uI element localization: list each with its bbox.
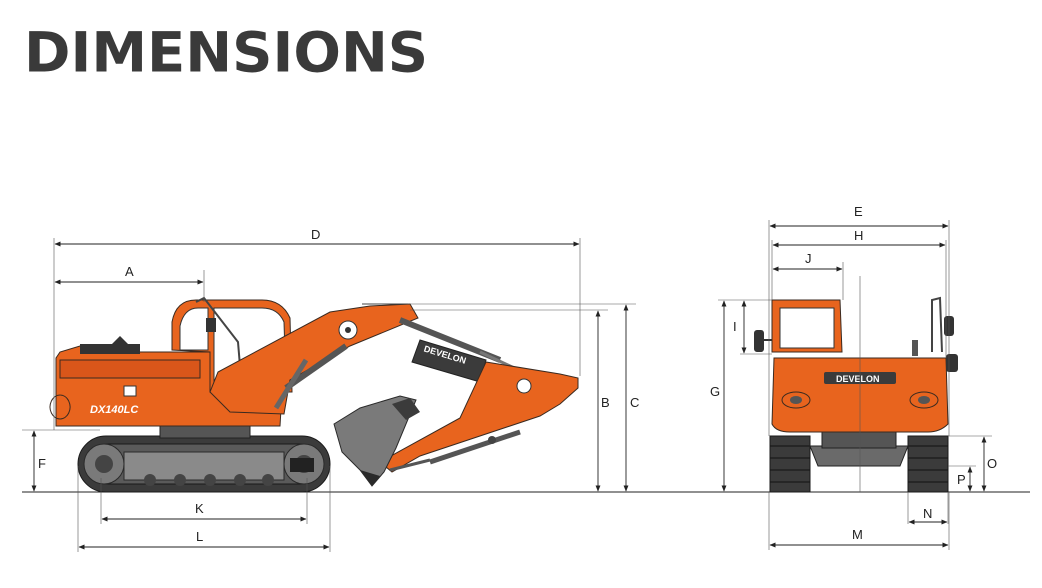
dim-label-l: L: [196, 529, 203, 544]
side-dimensions: D A B C F K L: [22, 227, 639, 552]
dim-label-c: C: [630, 395, 639, 410]
dim-label-f: F: [38, 456, 46, 471]
dim-label-i: I: [733, 319, 737, 334]
dim-label-d: D: [311, 227, 320, 242]
dim-label-j: J: [805, 251, 812, 266]
side-view-excavator: DX140LC DEVELON: [49, 296, 579, 493]
dim-label-m: M: [852, 527, 863, 542]
front-view-excavator: DEVELON: [754, 296, 958, 493]
counterweight-brand: DEVELON: [836, 374, 880, 384]
side-boom: DEVELON: [209, 303, 541, 415]
dim-label-g: G: [710, 384, 720, 399]
dim-label-k: K: [195, 501, 204, 516]
dim-label-a: A: [125, 264, 134, 279]
dim-label-b: B: [601, 395, 610, 410]
dim-label-h: H: [854, 228, 863, 243]
dim-label-n: N: [923, 506, 932, 521]
dim-label-o: O: [987, 456, 997, 471]
dim-label-e: E: [854, 204, 863, 219]
page-title: DIMENSIONS: [24, 21, 429, 86]
side-bucket: [333, 395, 431, 487]
side-arm: [379, 361, 579, 473]
front-dimensions: E H J I G O P N M: [710, 204, 997, 550]
model-badge: DX140LC: [90, 404, 139, 416]
dim-label-p: P: [957, 472, 966, 487]
side-track: [77, 435, 331, 493]
